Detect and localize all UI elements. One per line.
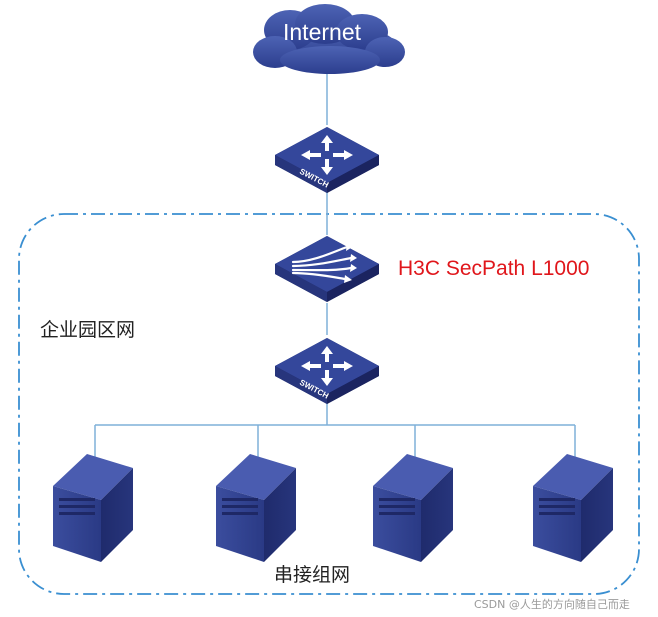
server-icon <box>373 454 453 562</box>
server-icon <box>53 454 133 562</box>
watermark: CSDN @人生的方向随自己而走 <box>474 598 630 611</box>
topology-label: 串接组网 <box>274 564 351 586</box>
server-icon <box>216 454 296 562</box>
firewall-label: H3C SecPath L1000 <box>398 257 590 280</box>
switch-icon: SWITCH <box>275 127 379 193</box>
server-icon <box>533 454 613 562</box>
cloud-icon: Internet <box>253 4 405 74</box>
campus-label: 企业园区网 <box>40 319 136 341</box>
campus-boundary <box>18 213 640 595</box>
firewall-icon <box>275 236 379 302</box>
cloud-label: Internet <box>283 19 362 45</box>
servers <box>53 454 613 562</box>
switch-icon: SWITCH <box>275 338 379 404</box>
links <box>94 72 576 458</box>
